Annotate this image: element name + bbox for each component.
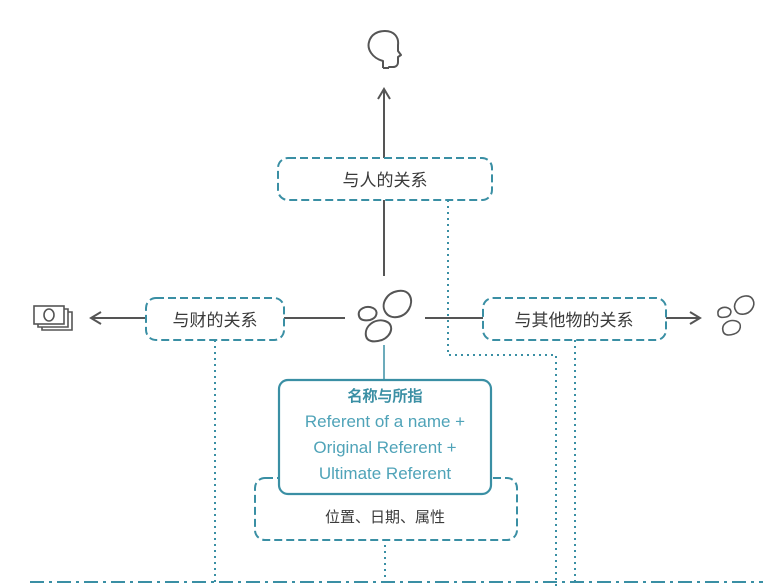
person-relation-label: 与人的关系 <box>343 171 428 191</box>
name-referent-card: 名称与所指 Referent of a name + Original Refe… <box>277 378 493 496</box>
card-line-2: Original Referent + <box>313 438 456 457</box>
other-objects-relation-label: 与其他物的关系 <box>515 311 634 331</box>
card-title: 名称与所指 <box>347 387 422 405</box>
dotted-connectors <box>214 200 576 586</box>
wealth-relation-label: 与财的关系 <box>173 311 258 331</box>
pebbles-small-icon <box>717 295 755 336</box>
card-line-1: Referent of a name + <box>305 412 465 431</box>
other-objects-relation-box: 与其他物的关系 <box>482 297 667 341</box>
person-relation-box: 与人的关系 <box>277 157 493 201</box>
person-head-icon <box>367 30 402 69</box>
card-line-3: Ultimate Referent <box>319 464 452 483</box>
wealth-relation-box: 与财的关系 <box>145 297 285 341</box>
pebbles-icon <box>357 289 413 343</box>
money-bills-icon <box>33 305 73 331</box>
attributes-label: 位置、日期、属性 <box>325 508 445 526</box>
